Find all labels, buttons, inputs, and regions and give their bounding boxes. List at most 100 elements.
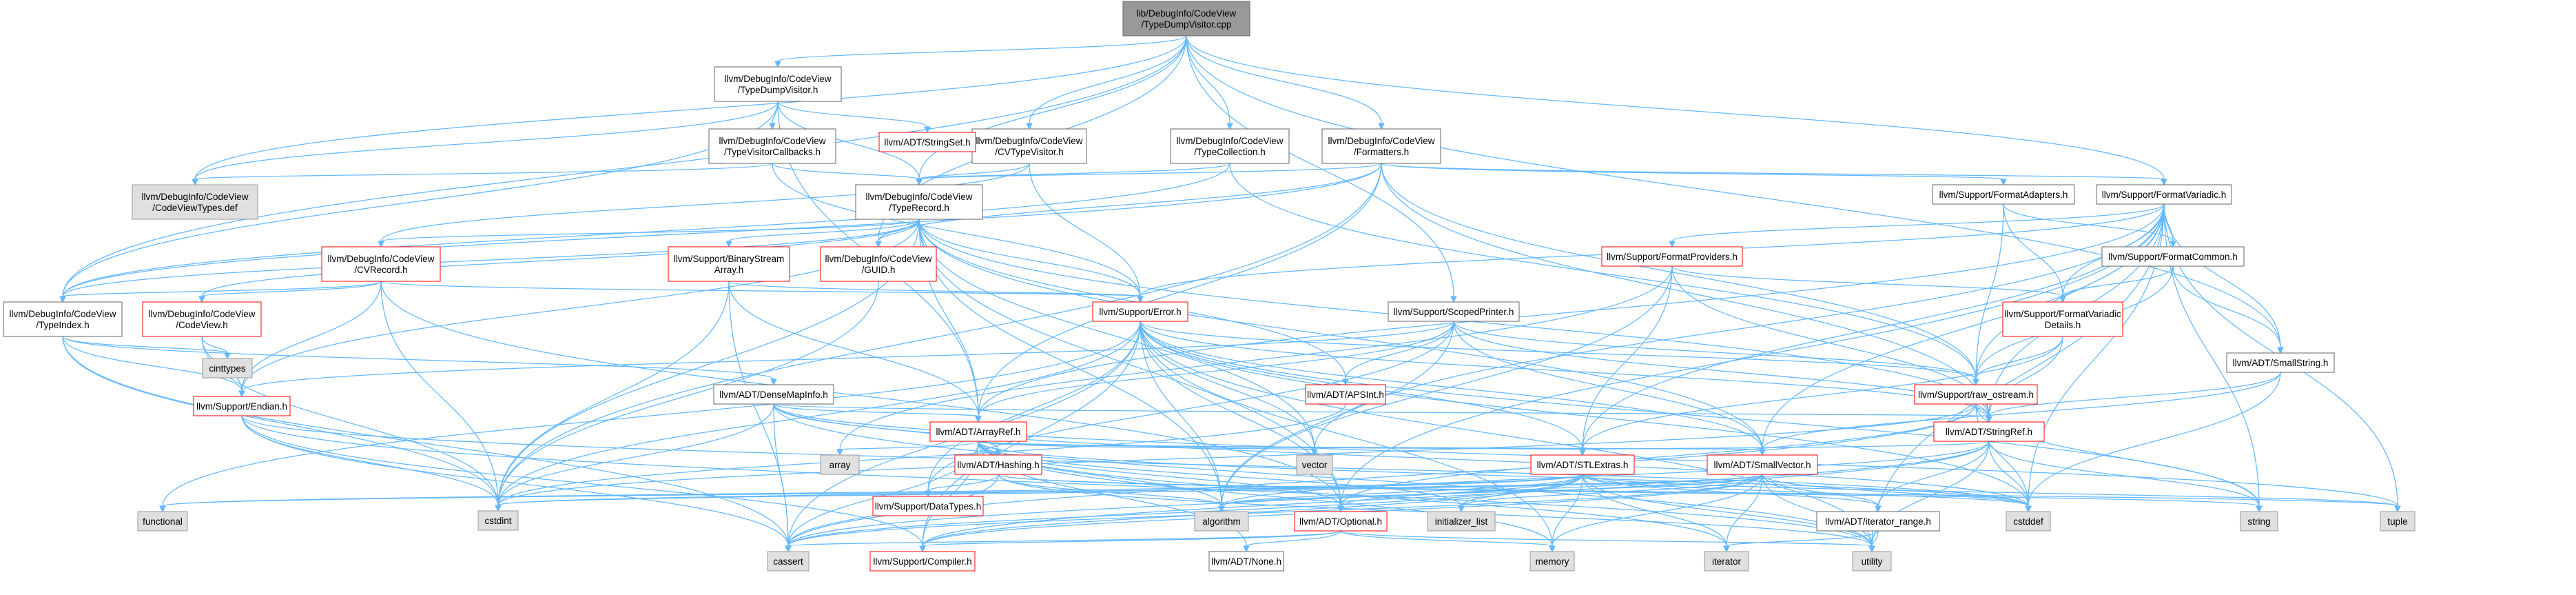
- node-label: llvm/ADT/SmallString.h: [2233, 358, 2329, 368]
- node-error[interactable]: llvm/Support/Error.h: [1092, 301, 1188, 322]
- nodes-layer: lib/DebugInfo/CodeView/TypeDumpVisitor.c…: [3, 1, 2415, 572]
- edge-fcommon-to-smallstr: [2172, 265, 2284, 354]
- node-fcommon[interactable]: llvm/Support/FormatCommon.h: [2101, 246, 2245, 267]
- node-smallstr[interactable]: llvm/ADT/SmallString.h: [2226, 352, 2335, 373]
- edge-line: [773, 403, 1990, 417]
- edge-arrowhead: [224, 352, 231, 360]
- node-initlist[interactable]: initializer_list: [1427, 511, 1496, 532]
- node-cvtv[interactable]: llvm/DebugInfo/CodeView/CVTypeVisitor.h: [971, 128, 1087, 164]
- node-fvar[interactable]: llvm/Support/FormatVariadic.h: [2096, 184, 2232, 205]
- node-tcoll[interactable]: llvm/DebugInfo/CodeView/TypeCollection.h: [1170, 128, 1290, 164]
- node-fmts[interactable]: llvm/DebugInfo/CodeView/Formatters.h: [1321, 128, 1441, 164]
- node-memory[interactable]: memory: [1529, 551, 1575, 572]
- node-box: [1305, 384, 1386, 405]
- node-cassert[interactable]: cassert: [767, 551, 810, 572]
- node-label: /TypeIndex.h: [36, 320, 89, 330]
- node-box: [202, 358, 253, 379]
- node-string[interactable]: string: [2240, 511, 2278, 532]
- node-algorithm[interactable]: algorithm: [1194, 511, 1249, 532]
- node-root[interactable]: lib/DebugInfo/CodeView/TypeDumpVisitor.c…: [1122, 1, 1250, 37]
- edge-line: [2028, 372, 2281, 507]
- edge-line: [1221, 474, 1583, 507]
- node-utility[interactable]: utility: [1852, 551, 1892, 572]
- node-label: /TypeCollection.h: [1194, 147, 1266, 157]
- edge-line: [2172, 265, 2281, 348]
- node-label: llvm/DebugInfo/CodeView: [865, 192, 972, 202]
- node-trec[interactable]: llvm/DebugInfo/CodeView/TypeRecord.h: [855, 184, 983, 220]
- node-smallvec[interactable]: llvm/ADT/SmallVector.h: [1707, 454, 1818, 475]
- node-fadapt[interactable]: llvm/Support/FormatAdapters.h: [1932, 184, 2075, 205]
- node-cstdint[interactable]: cstdint: [477, 510, 519, 531]
- node-box: [1704, 551, 1749, 572]
- edge-line: [380, 163, 1030, 242]
- edge-line: [380, 219, 920, 242]
- edge-line: [1975, 203, 2165, 380]
- node-box: [1122, 1, 1250, 37]
- node-optional[interactable]: llvm/ADT/Optional.h: [1294, 511, 1388, 532]
- node-label: cstddef: [2013, 516, 2043, 527]
- edge-root-to-sprinter: [1186, 35, 1457, 303]
- node-densemap[interactable]: llvm/ADT/DenseMapInfo.h: [713, 384, 834, 405]
- node-label: cassert: [773, 556, 803, 567]
- edge-line: [1988, 441, 2029, 507]
- edge-tdv-to-strset: [777, 101, 931, 134]
- edge-stringref-to-stlextras: [1579, 441, 1990, 456]
- edge-line: [1381, 163, 1990, 417]
- node-codeview[interactable]: llvm/DebugInfo/CodeView/CodeView.h: [142, 301, 262, 337]
- edge-line: [1381, 163, 2165, 180]
- edge-line: [787, 530, 1341, 547]
- node-fprov[interactable]: llvm/Support/FormatProviders.h: [1601, 246, 1743, 267]
- node-array[interactable]: array: [820, 454, 860, 475]
- edge-line: [497, 281, 730, 506]
- node-label: llvm/DebugInfo/CodeView: [1328, 136, 1434, 146]
- node-tdv[interactable]: llvm/DebugInfo/CodeView/TypeDumpVisitor.…: [714, 66, 842, 102]
- edge-arrowhead: [1026, 123, 1033, 130]
- node-vector[interactable]: vector: [1296, 454, 1333, 475]
- edge-bsa-to-cstdint: [495, 281, 730, 512]
- node-cvtdef[interactable]: llvm/DebugInfo/CodeView/CodeViewTypes.de…: [132, 184, 258, 220]
- edge-arrayref-to-optional: [978, 441, 1344, 513]
- node-label: llvm/Support/FormatVariadic.h: [2102, 190, 2227, 200]
- edge-arrowhead: [875, 241, 882, 248]
- node-cvrec[interactable]: llvm/DebugInfo/CodeView/CVRecord.h: [321, 246, 441, 282]
- node-label: llvm/DebugInfo/CodeView: [825, 254, 931, 264]
- node-tvc[interactable]: llvm/DebugInfo/CodeView/TypeVisitorCallb…: [708, 128, 836, 164]
- node-functional[interactable]: functional: [137, 511, 188, 532]
- node-box: [820, 246, 937, 282]
- node-stringref[interactable]: llvm/ADT/StringRef.h: [1933, 421, 2045, 442]
- edge-line: [1582, 474, 2029, 507]
- node-datatypes[interactable]: llvm/Support/DataTypes.h: [872, 496, 984, 516]
- edge-line: [777, 101, 920, 180]
- node-box: [1294, 511, 1388, 532]
- edge-arrowhead: [725, 241, 732, 248]
- edge-arrowhead: [59, 296, 66, 303]
- node-stlextras[interactable]: llvm/ADT/STLExtras.h: [1530, 454, 1635, 475]
- node-rawos[interactable]: llvm/Support/raw_ostream.h: [1914, 384, 2038, 405]
- node-label: llvm/ADT/None.h: [1211, 556, 1281, 567]
- node-arrayref[interactable]: llvm/ADT/ArrayRef.h: [929, 421, 1027, 442]
- edge-line: [497, 281, 879, 506]
- node-tindex[interactable]: llvm/DebugInfo/CodeView/TypeIndex.h: [3, 301, 123, 337]
- node-strset[interactable]: llvm/ADT/StringSet.h: [878, 132, 976, 152]
- edge-line: [1381, 163, 2004, 180]
- node-box: [1530, 454, 1635, 475]
- node-iterrange[interactable]: llvm/ADT/iterator_range.h: [1816, 511, 1940, 532]
- node-sprinter[interactable]: llvm/Support/ScopedPrinter.h: [1388, 301, 1520, 322]
- node-none[interactable]: llvm/ADT/None.h: [1208, 551, 1284, 572]
- node-endian[interactable]: llvm/Support/Endian.h: [193, 396, 291, 416]
- node-guid[interactable]: llvm/DebugInfo/CodeView/GUID.h: [820, 246, 937, 282]
- node-apsint[interactable]: llvm/ADT/APSInt.h: [1305, 384, 1386, 405]
- node-label: /Formatters.h: [1354, 147, 1409, 157]
- edge-line: [62, 281, 382, 297]
- node-cstddef[interactable]: cstddef: [2006, 511, 2051, 532]
- edge-line: [998, 474, 2260, 507]
- node-iterator[interactable]: iterator: [1704, 551, 1749, 572]
- node-cinttypes[interactable]: cinttypes: [202, 358, 253, 379]
- node-label: llvm/DebugInfo/CodeView: [141, 192, 248, 202]
- edge-line: [1877, 441, 1990, 507]
- node-compiler[interactable]: llvm/Support/Compiler.h: [869, 551, 976, 572]
- node-tuple[interactable]: tuple: [2380, 511, 2415, 532]
- node-hashing[interactable]: llvm/ADT/Hashing.h: [954, 454, 1042, 475]
